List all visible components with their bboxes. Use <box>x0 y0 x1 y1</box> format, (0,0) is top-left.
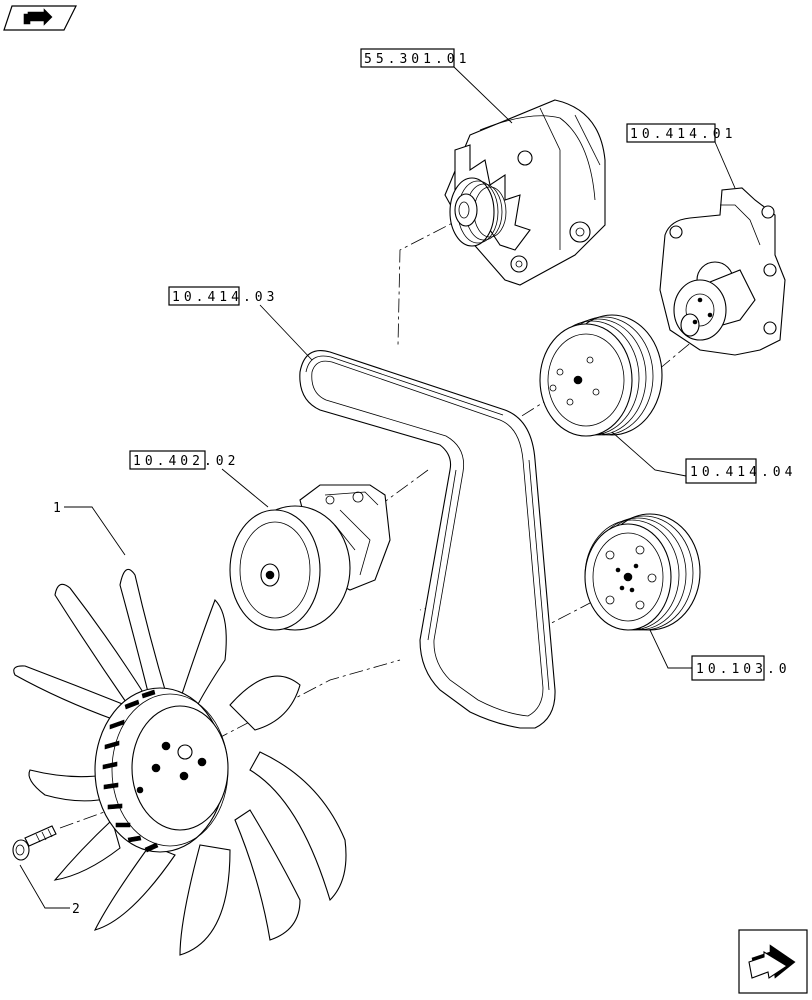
ref-callout-water-pump[interactable]: 10.414.01 <box>626 123 736 189</box>
book-arrow-icon[interactable] <box>3 5 77 31</box>
ref-label-belt: 10.414.03 <box>172 290 278 305</box>
fan-bolt <box>12 825 57 861</box>
ref-callout-tensioner[interactable]: 10.402.02 <box>129 450 269 508</box>
water-pump <box>659 187 786 356</box>
item-number-fan: 1 <box>53 501 61 516</box>
ref-label-alternator: 55.301.01 <box>364 52 470 67</box>
ref-callout-pump-pulley[interactable]: 10.414.04 <box>611 431 796 484</box>
cooling-fan <box>13 568 347 956</box>
ref-label-pump-pulley: 10.414.04 <box>690 465 796 480</box>
alternator <box>444 99 606 286</box>
poly-v-belt <box>299 350 556 729</box>
item-number-bolt: 2 <box>72 902 80 917</box>
water-pump-pulley <box>539 314 663 437</box>
ref-label-water-pump: 10.414.01 <box>630 127 736 142</box>
next-page-arrow-icon[interactable] <box>738 929 808 994</box>
ref-label-crank-pulley: 10.103.0 <box>696 662 791 677</box>
ref-callout-alternator[interactable]: 55.301.01 <box>360 48 513 124</box>
ref-callout-crank-pulley[interactable]: 10.103.0 <box>649 629 791 681</box>
item-callout-bolt: 2 <box>19 864 80 917</box>
item-callout-fan: 1 <box>53 501 126 556</box>
belt-tensioner <box>229 484 391 631</box>
crankshaft-pulley <box>584 513 701 631</box>
ref-label-tensioner: 10.402.02 <box>133 454 239 469</box>
ref-callout-belt[interactable]: 10.414.03 <box>168 286 313 361</box>
